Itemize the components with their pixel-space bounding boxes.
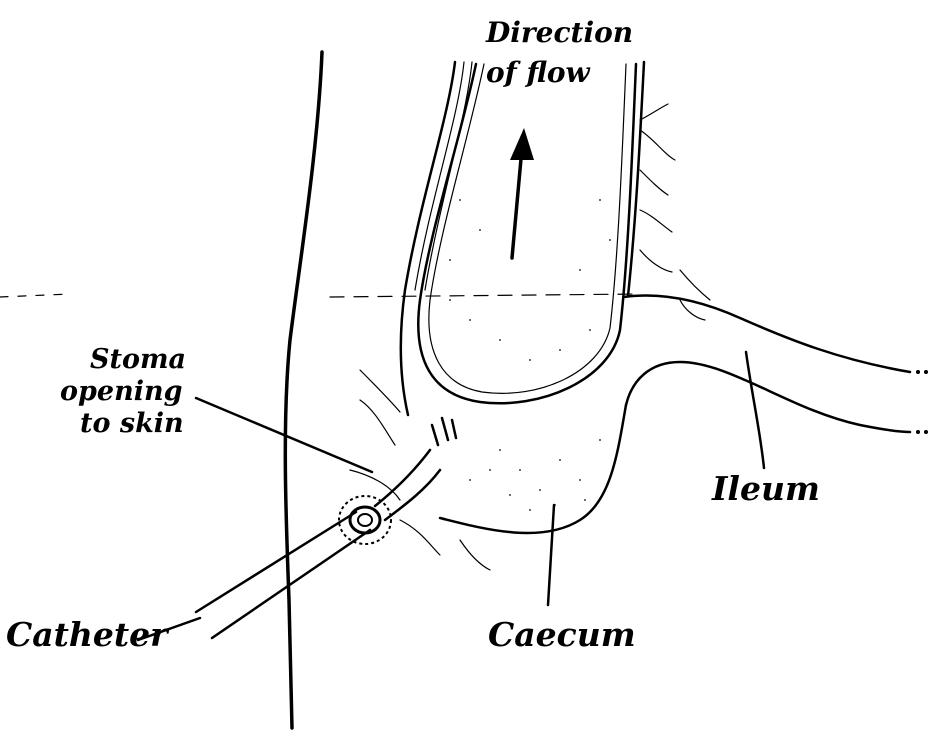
colon-outer-wall-left [401,62,455,415]
ileum-end-dot [916,370,920,374]
caecum-shading [449,199,611,511]
label-stoma-line2: opening [60,376,182,407]
label-direction-of-flow-line1: Direction [485,16,633,49]
caecum-pointer-line [548,505,554,605]
ileum-end-dot [924,370,928,374]
flow-arrow-shaft [512,148,522,258]
label-ileum: Ileum [711,469,820,508]
dashed-reference-line-2 [330,294,640,297]
label-stoma-line1: Stoma [90,344,186,375]
stoma-ring-inner [358,514,372,526]
stoma-suture [452,420,456,438]
stoma-tube-lower [385,470,440,520]
ileum-end-dot [924,430,928,434]
ileum-upper-wall [624,296,910,372]
stoma-suture [442,418,448,440]
label-direction-of-flow-line2: of flow [486,56,591,89]
catheter-tube-upper [196,512,356,612]
skin-line [285,52,322,728]
blood-vessels [350,104,710,570]
dashed-reference-line [0,294,70,297]
label-catheter: Catheter [6,615,170,654]
flow-arrow-head [510,128,534,160]
ileum-pointer-line [746,352,764,468]
label-caecum: Caecum [488,615,636,654]
caecum-wall [440,405,626,533]
colon-inner-loop [418,64,636,403]
stoma-suture [432,425,438,445]
ileum-lower-wall [626,362,910,432]
stoma-tube-upper [375,450,430,506]
label-stoma-line3: to skin [80,408,184,439]
ileum-end-dot [916,430,920,434]
colon-inner-loop-2 [429,64,626,393]
